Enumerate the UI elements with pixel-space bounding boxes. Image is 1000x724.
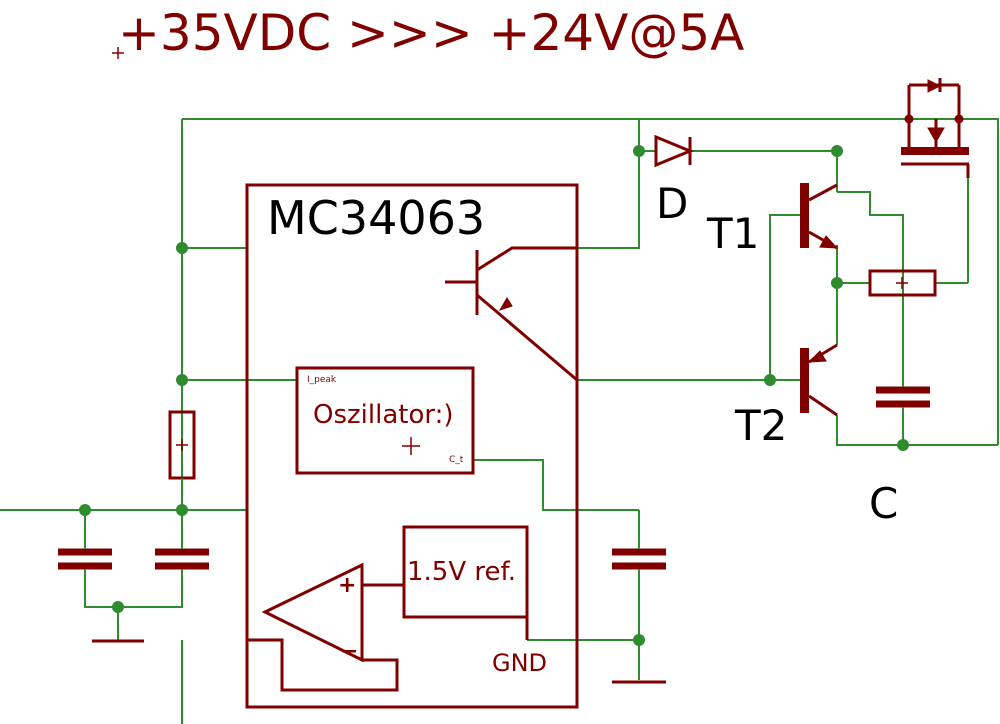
transistor-t2: T2 (734, 343, 838, 450)
oscillator-block (295, 366, 475, 475)
junction-dot (831, 277, 843, 289)
input-capacitor-2 (155, 540, 209, 580)
diode-label: D (656, 179, 688, 228)
schematic-title: +35VDC >>> +24V@5A (118, 4, 744, 62)
junction-dot (79, 504, 91, 516)
oscillator-label: Oszillator:) (313, 400, 454, 430)
comparator-minus: − (340, 639, 358, 664)
junction-dot (112, 601, 124, 613)
capacitor-label: C (869, 479, 898, 528)
ic-name: MC34063 (267, 191, 485, 245)
reference-label: 1.5V ref. (407, 557, 516, 587)
sense-resistor (168, 380, 196, 510)
junction-dot (633, 145, 645, 157)
t1-label: T1 (706, 209, 759, 258)
internal-switch-transistor (445, 246, 578, 382)
junction-dot (764, 374, 776, 386)
timing-capacitor (612, 540, 666, 580)
oscillator-origin-mark (402, 437, 420, 455)
comparator-plus: + (338, 573, 356, 598)
t2-label: T2 (734, 401, 787, 450)
ct-label: C_t (449, 455, 464, 465)
transistor-t1: T1 (706, 183, 839, 258)
comparator: + − (247, 562, 404, 692)
junction-dot (176, 242, 188, 254)
junction-dot (831, 145, 843, 157)
wires (0, 118, 999, 724)
diode-d: D (654, 134, 694, 228)
gnd-label: GND (492, 649, 547, 677)
mosfet (901, 78, 970, 178)
origin-cross-mark (112, 47, 124, 59)
junction-dots (79, 145, 909, 646)
emitter-resistor (868, 269, 937, 297)
junction-dot (633, 634, 645, 646)
ic-mc34063: MC34063 I_peak Oszillator:) C_t 1.5V ref… (245, 183, 579, 709)
output-capacitor-c: C (869, 345, 930, 528)
ipeak-label: I_peak (307, 375, 337, 385)
reference-block (402, 525, 529, 619)
input-capacitor-1 (58, 540, 112, 580)
ic-outline (245, 183, 579, 709)
